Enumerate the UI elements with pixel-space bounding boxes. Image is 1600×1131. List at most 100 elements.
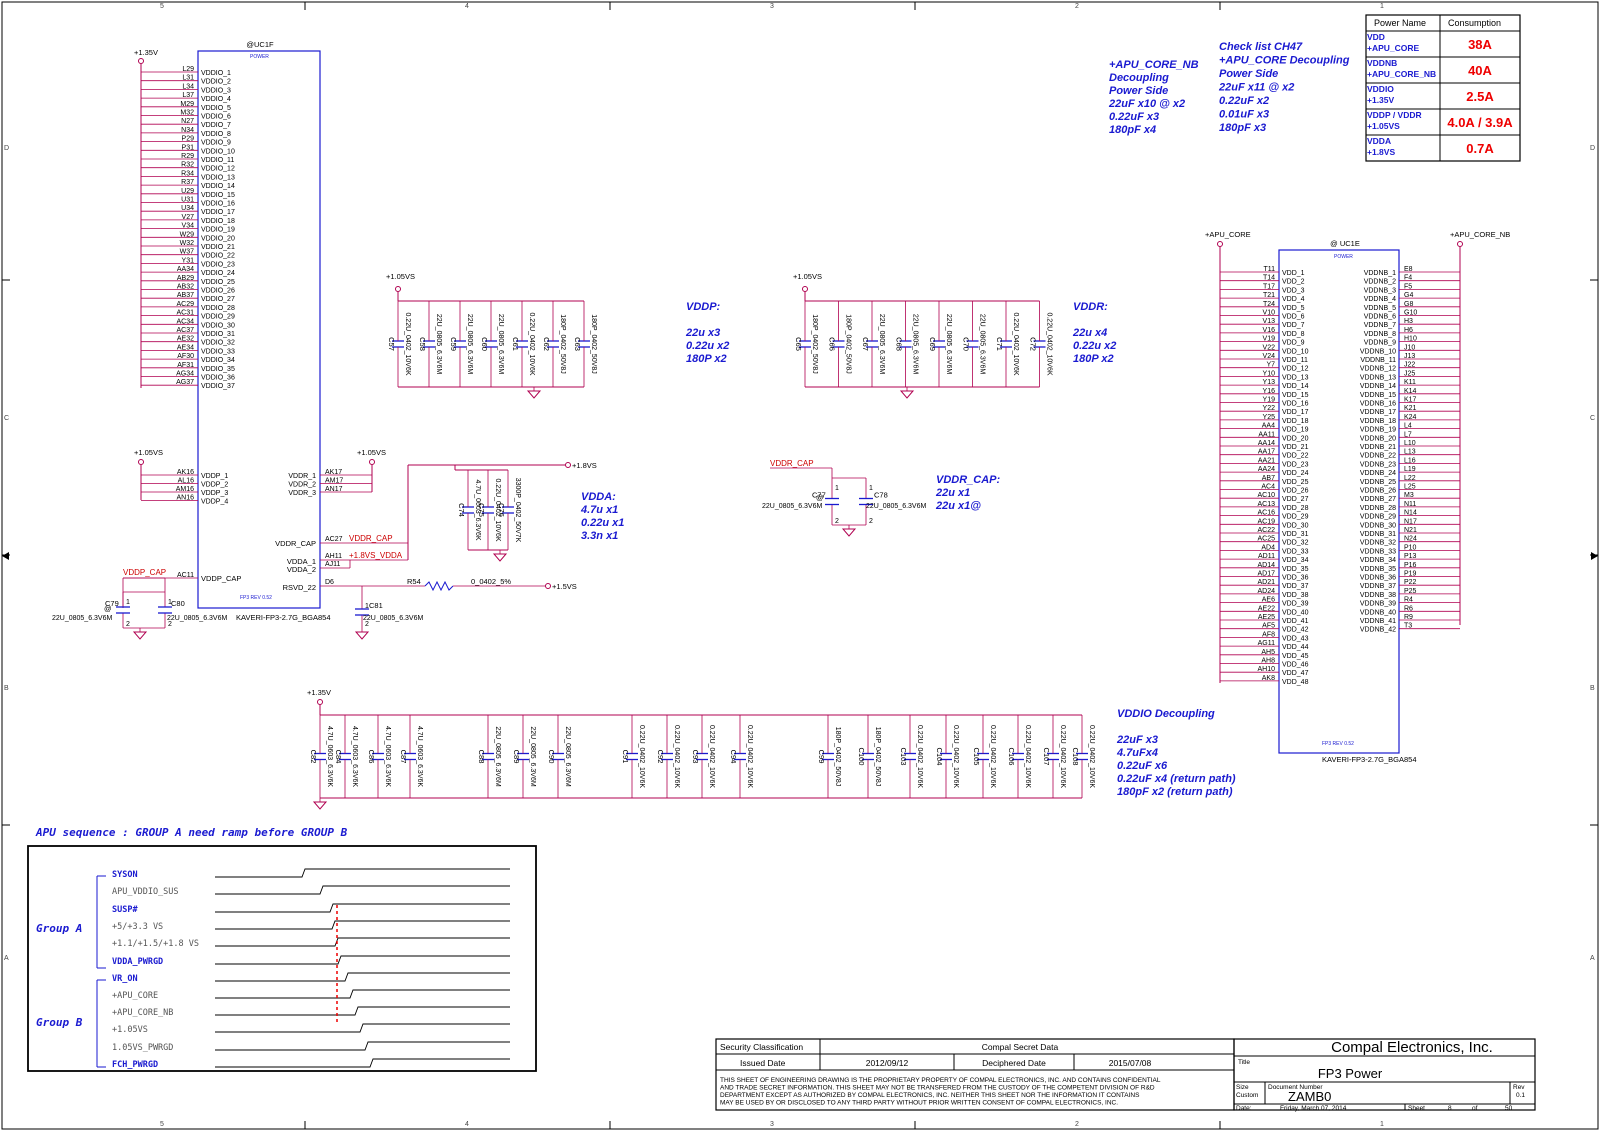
uc1f-pin-name: VDDIO_31 xyxy=(201,331,235,338)
tb-company: Compal Electronics, Inc. xyxy=(1331,1039,1493,1056)
sequence-waveform xyxy=(215,868,510,878)
uc1e-pin-num: H10 xyxy=(1404,336,1417,343)
uc1e-pin-name: VDDNB_10 xyxy=(1360,348,1396,355)
uc1f-pin-num: AM16 xyxy=(176,486,194,493)
uc1f-pin-name: VDDIO_32 xyxy=(201,340,235,347)
uc1f-pin-name: VDDR_2 xyxy=(288,482,316,489)
cap-optional-mark: @ xyxy=(104,604,112,613)
cap-ref: C59 xyxy=(449,337,458,351)
cap-ref: C94 xyxy=(729,750,738,764)
cap-ref: C92 xyxy=(656,750,665,764)
uc1e-pin-name: VDD_42 xyxy=(1282,627,1309,634)
uc1f-pin-num: AH11 xyxy=(325,553,342,560)
sequence-waveform xyxy=(215,1006,510,1016)
uc1e-pin-name: VDD_9 xyxy=(1282,340,1305,347)
uc1f-pin-num: R29 xyxy=(181,153,194,160)
uc1e-pin-num: AC4 xyxy=(1261,484,1275,491)
cap-ref: C86 xyxy=(367,750,376,764)
border-row-label: A xyxy=(4,955,9,962)
rail-135v: +1.35V xyxy=(307,688,331,697)
rail-105vs: +1.05VS xyxy=(357,448,386,457)
uc1e-pin-name: VDDNB_31 xyxy=(1360,531,1396,538)
uc1f-pin-num: AK17 xyxy=(325,469,342,476)
note-apu-core-nb: 0.22uF x3 xyxy=(1109,111,1159,123)
uc1f-pin-name: VDDIO_19 xyxy=(201,227,235,234)
uc1f-pin-num: P31 xyxy=(182,144,195,151)
uc1f-pin-num: AC31 xyxy=(176,310,194,317)
cap-pin: 2 xyxy=(168,621,172,628)
border-col-label: 2 xyxy=(1075,3,1079,10)
cap-ref: C67 xyxy=(861,337,870,351)
rail-apu-core-nb: +APU_CORE_NB xyxy=(1450,230,1510,239)
uc1e-pin-name: VDD_38 xyxy=(1282,592,1309,599)
power-rail: +1.8VS xyxy=(1367,147,1395,157)
rsvd-ground xyxy=(354,631,370,640)
uc1e-pin-name: VDD_44 xyxy=(1282,644,1309,651)
rail-node xyxy=(138,58,144,64)
uc1f-pin-name: VDDIO_7 xyxy=(201,122,231,129)
cap-ref: C104 xyxy=(935,748,944,766)
border-row-label: C xyxy=(1590,415,1595,422)
note-vddp: 22u x3 xyxy=(685,327,720,339)
uc1e-pin-name: VDDNB_16 xyxy=(1360,401,1396,408)
border-col-label: 1 xyxy=(1380,3,1384,10)
title-block-right xyxy=(1233,1038,1536,1111)
rail-18vs: +1.8VS xyxy=(572,461,597,470)
note-vdda: 0.22u x1 xyxy=(581,517,624,529)
note-ch47: Power Side xyxy=(1219,68,1278,80)
sequence-box xyxy=(27,845,537,1072)
tb-deciphered-label: Deciphered Date xyxy=(982,1058,1046,1068)
vddr-ground xyxy=(899,390,915,399)
rail-15vs: +1.5VS xyxy=(552,582,577,591)
uc1f-pin-num: AF30 xyxy=(177,353,194,360)
cap-value: 0.22U_0402_10V6K xyxy=(404,312,411,375)
uc1e-pin-num: AA17 xyxy=(1258,449,1275,456)
power-table xyxy=(1365,14,1521,162)
uc1e-pin-name: VDD_7 xyxy=(1282,322,1305,329)
tb-notice: AND TRADE SECRET INFORMATION. THIS SHEET… xyxy=(720,1085,1155,1092)
table-header: Consumption xyxy=(1448,18,1501,28)
uc1e-pin-name: VDDNB_17 xyxy=(1360,409,1396,416)
uc1e-pin-num: AD17 xyxy=(1257,571,1275,578)
cap-value: 180P_0402_50V8J xyxy=(559,314,566,374)
uc1e-pin-name: VDDNB_24 xyxy=(1360,470,1396,477)
uc1e-pin-num: AH5 xyxy=(1261,649,1275,656)
power-rail: +1.35V xyxy=(1367,95,1395,105)
cap-ref: C68 xyxy=(895,337,904,351)
uc1e-pin-name: VDDNB_26 xyxy=(1360,488,1396,495)
cap-value: 4.7U_0603_6.3V6K xyxy=(351,726,358,787)
uc1f-pin-num: L29 xyxy=(182,66,194,73)
cap-value: 22U_0805_6.3V6M xyxy=(945,314,952,374)
uc1f-pin-name: VDDIO_16 xyxy=(201,201,235,208)
sequence-waveform xyxy=(215,885,510,895)
uc1e-pin-name: VDDNB_2 xyxy=(1364,279,1396,286)
uc1e-pin-num: AA21 xyxy=(1258,457,1275,464)
cap-value: 0.22U_0402_10V6K xyxy=(708,725,715,788)
sequence-title: APU sequence : GROUP A need ramp before … xyxy=(35,826,348,839)
uc1f-pin-num: AE34 xyxy=(177,344,194,351)
vdda-ground xyxy=(492,553,508,562)
border-col-label: 5 xyxy=(160,3,164,10)
cap-pin: 1 xyxy=(126,599,130,606)
uc1e-pin-name: VDD_35 xyxy=(1282,566,1309,573)
rail-node xyxy=(565,462,571,468)
cap-value: 22U_0805_6.3V6M xyxy=(912,314,919,374)
sequence-signal: FCH_PWRGD xyxy=(112,1060,158,1070)
power-rail: +APU_CORE xyxy=(1367,43,1420,53)
uc1e-pin-name: VDD_15 xyxy=(1282,392,1309,399)
uc1e-pin-name: VDDNB_18 xyxy=(1360,418,1396,425)
uc1e-pin-num: AA11 xyxy=(1258,431,1275,438)
tb-date-label: Date: xyxy=(1236,1105,1252,1112)
tb-sheet: 8 xyxy=(1448,1105,1452,1112)
uc1e-pin-num: Y16 xyxy=(1263,388,1276,395)
note-ch47: 22uF x11 @ x2 xyxy=(1218,82,1294,94)
uc1e-pin-name: VDDNB_42 xyxy=(1360,627,1396,634)
uc1e-pin-num: L13 xyxy=(1404,449,1416,456)
uc1f-pin-num: AJ11 xyxy=(325,561,341,568)
cap-value: 22U_0805_6.3V6M xyxy=(363,615,423,622)
cap-value: 0.22U_0402_10V6K xyxy=(1024,725,1031,788)
